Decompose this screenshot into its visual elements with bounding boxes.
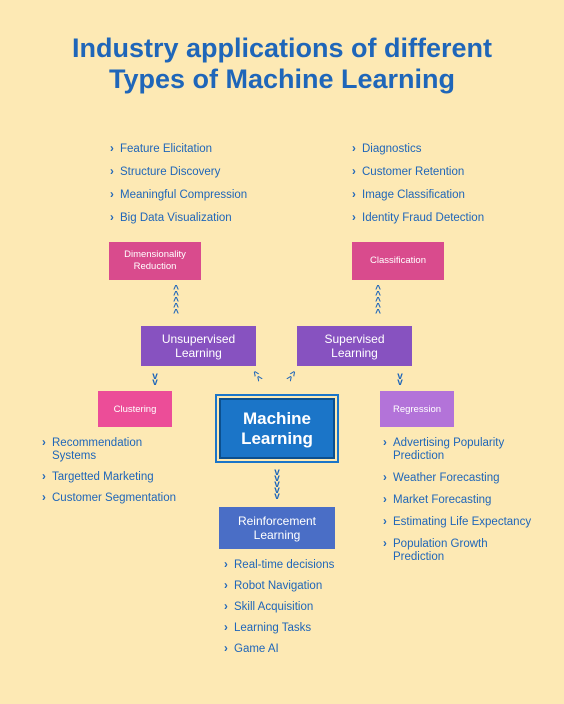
list-item: ›Skill Acquisition [224,601,314,613]
clustering-box: Clustering [98,391,172,427]
diagram-title-line2: Types of Machine Learning [108,64,456,94]
unsupervised-learning-box: Unsupervised Learning [141,326,256,366]
list-item: ›Market Forecasting [383,494,492,506]
list-item: ›Real-time decisions [224,559,335,571]
list-item: ›Image Classification [352,189,465,201]
list-item: ›Customer Segmentation [42,492,177,504]
regression-box: Regression [380,391,454,427]
list-item: ›Estimating Life Expectancy [383,516,532,528]
classification-box: Classification [352,242,444,280]
up-arrows-icon: ^^^^^ [173,284,179,319]
list-item: ›Robot Navigation [224,580,323,592]
reinforcement-learning-box: Reinforcement Learning [219,507,335,549]
up-arrows-icon: ^^ [251,368,266,387]
classification-applications-list: ›Diagnostics ›Customer Retention ›Image … [352,143,532,225]
list-item: ›Advertising Popularity Prediction [383,437,505,462]
list-item: ›Population Growth Prediction [383,538,488,563]
list-item: ›Meaningful Compression [110,189,248,201]
list-item: ›Feature Elicitation [110,143,213,155]
machine-learning-box: Machine Learning [219,398,335,459]
list-item: ›Targetted Marketing [42,471,154,483]
dimensionality-applications-list: ›Feature Elicitation ›Structure Discover… [110,143,290,225]
list-item: ›Weather Forecasting [383,472,500,484]
list-item: ›Customer Retention [352,166,465,178]
list-item: ›Big Data Visualization [110,212,232,224]
up-arrows-icon: ^^^^^ [375,284,381,319]
list-item: ›Recommendation Systems [42,437,143,462]
list-item: ›Game AI [224,643,279,655]
regression-applications-list: ›Advertising Popularity Prediction ›Weat… [383,437,533,564]
list-item: ›Structure Discovery [110,166,221,178]
list-item: ›Learning Tasks [224,622,312,634]
dimensionality-reduction-box: Dimensionality Reduction [109,242,201,280]
reinforcement-applications-list: ›Real-time decisions ›Robot Navigation ›… [224,559,374,656]
diagram-title-line1: Industry applications of different [71,33,493,63]
list-item: ›Diagnostics [352,143,422,155]
list-item: ›Identity Fraud Detection [352,212,485,224]
up-arrows-icon: ^^ [283,368,298,387]
supervised-learning-box: Supervised Learning [297,326,412,366]
clustering-applications-list: ›Recommendation Systems ›Targetted Marke… [42,437,182,505]
